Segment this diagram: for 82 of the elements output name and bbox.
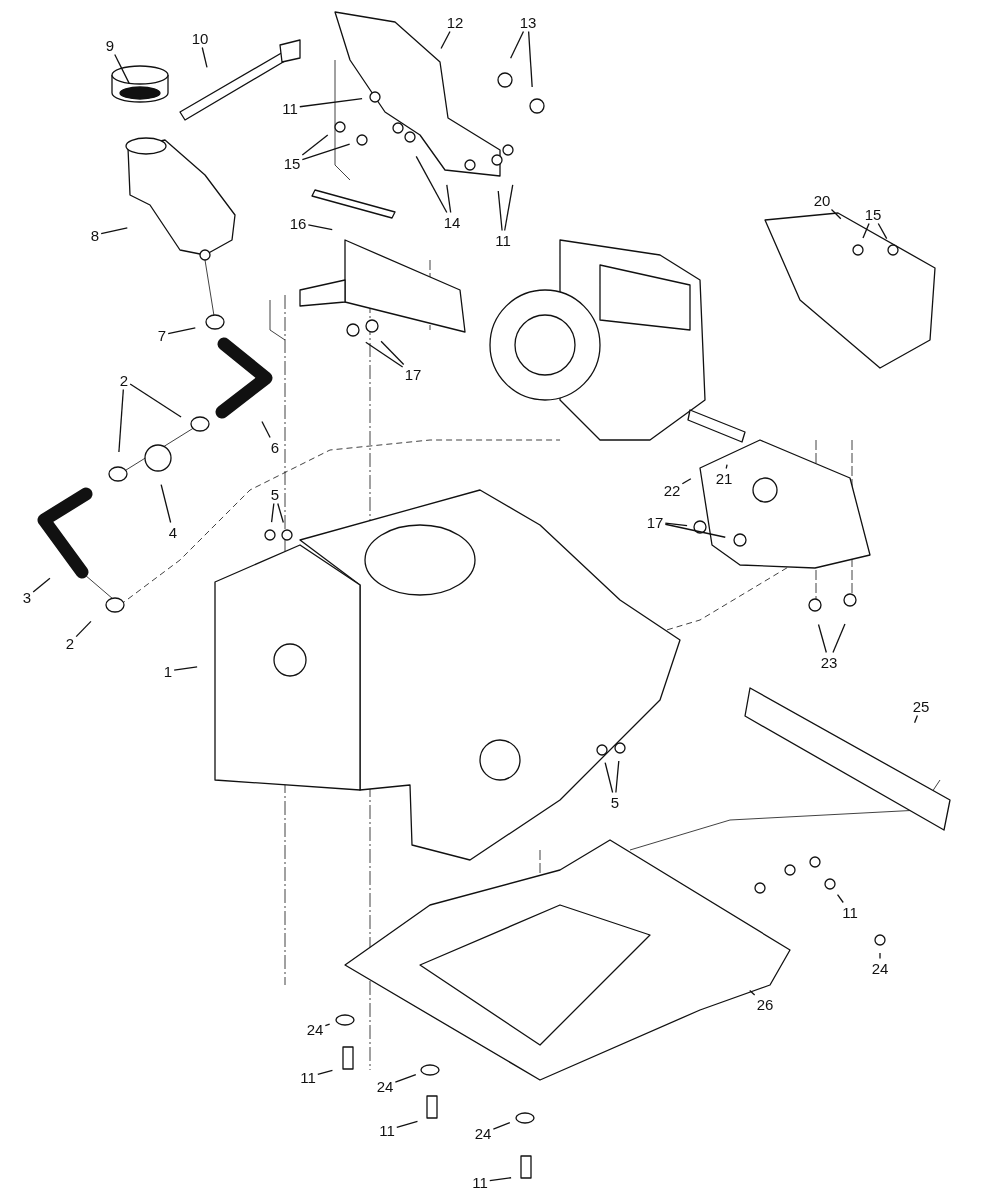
leader-line [913,714,919,724]
callout-number: 2 [64,634,76,652]
callout-number: 13 [518,13,538,31]
callout-number: 11 [299,1068,317,1086]
callout-number: 11 [494,231,512,249]
callout-number: 11 [841,903,859,921]
callout-number: 7 [156,326,168,344]
callout-number: 24 [870,959,890,977]
leader-line [527,30,533,88]
leader-line [879,952,881,960]
leader-line [615,760,620,794]
callout-number: 6 [269,438,281,456]
leader-line [664,522,688,527]
leader-line [440,30,451,50]
leader-line [365,341,404,368]
leader-line [299,98,363,108]
leader-line [877,222,888,240]
callout-number: 11 [471,1173,489,1191]
leader-line [681,478,692,485]
leader-line [167,327,196,335]
leader-line [415,155,448,214]
leader-line [277,502,284,524]
callout-number: 24 [375,1077,395,1095]
callout-number: 26 [755,995,775,1013]
leader-line [301,134,329,156]
leader-line [118,388,124,453]
callout-number: 17 [645,513,665,531]
leader-line [317,1069,334,1075]
callout-number: 14 [442,213,462,231]
callout-number: 24 [305,1020,325,1038]
leader-line [396,1120,419,1128]
callout-number: 4 [167,523,179,541]
callout-number: 15 [863,205,883,223]
callout-number: 25 [911,697,931,715]
callout-number: 3 [21,588,33,606]
callout-number: 12 [445,13,465,31]
leader-line [307,224,333,231]
callout-number: 1 [162,662,174,680]
callout-number: 24 [473,1124,493,1142]
callout-number: 17 [403,365,423,383]
leader-line [129,383,182,418]
leader-line [160,483,172,524]
leader-line [380,340,405,366]
leader-line [604,761,614,794]
leader-line [504,184,514,232]
callout-number: 23 [819,653,839,671]
callout-number: 5 [269,485,281,503]
leader-line [749,989,756,996]
callout-number: 20 [812,191,832,209]
callout-number: 11 [281,99,299,117]
callout-number: 11 [378,1121,396,1139]
leader-line [832,623,846,654]
callout-number: 2 [118,371,130,389]
leader-line [664,523,726,538]
callout-number: 8 [89,226,101,244]
leader-line [394,1073,417,1083]
leader-line [261,420,271,439]
callout-number: 21 [714,469,734,487]
leader-line [100,227,128,235]
leader-line [725,464,728,470]
leader-line [862,222,870,239]
callout-number: 9 [104,36,116,54]
leader-line [173,666,198,671]
leader-line [509,30,525,59]
leader-line [836,893,844,904]
leader-line [446,184,452,214]
leader-line [32,577,51,593]
leader-line [301,143,351,161]
leader-line [201,46,208,68]
leader-line [489,1177,512,1182]
leader-line [817,623,827,654]
callout-number: 5 [609,793,621,811]
callout-number: 22 [662,481,682,499]
leader-line [270,502,275,523]
callout-number: 16 [288,214,308,232]
callout-number: 15 [282,154,302,172]
leader-line [830,208,842,220]
leader-line [492,1122,511,1130]
callout-number: 10 [190,29,210,47]
leader-line [497,190,503,232]
leader-line [324,1023,331,1027]
leader-line [75,620,92,638]
